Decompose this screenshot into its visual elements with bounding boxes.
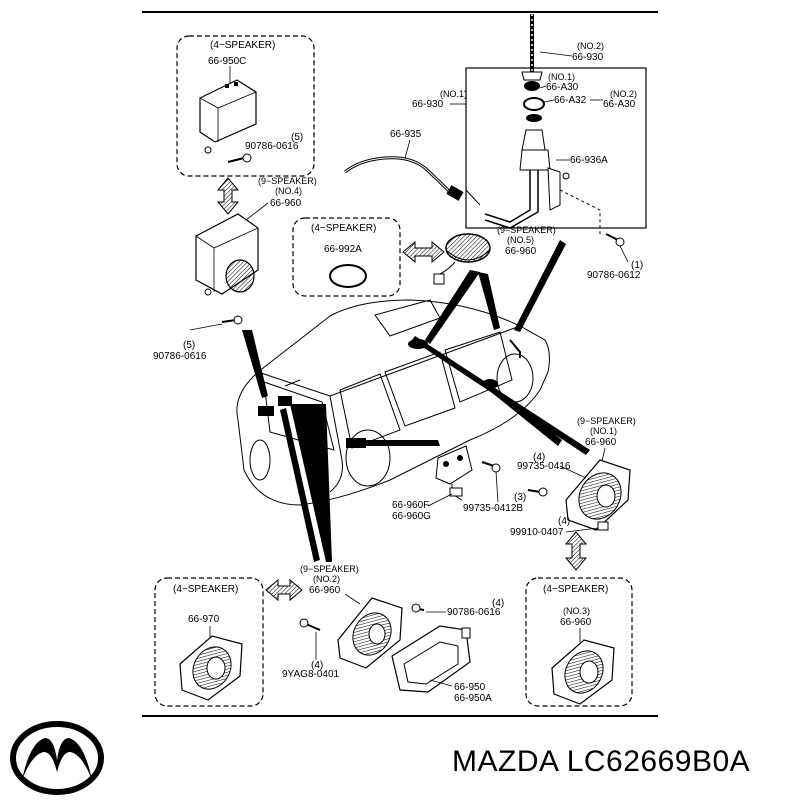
no1-label: (NO.1) [440, 89, 467, 99]
part-label: 66-970 [188, 614, 220, 625]
spk-type-label: (9−SPEAKER) [258, 176, 317, 186]
screw-icon [227, 153, 252, 163]
spk-part-label: 66-960 [270, 198, 302, 209]
speaker-no5-group: (9−SPEAKER) (NO.5) 66-960 [433, 225, 556, 285]
screw-icon [481, 461, 501, 473]
a32-label: 66-A32 [554, 95, 587, 106]
screw-label: 99735-0412B [463, 503, 523, 514]
screw-icon [605, 233, 625, 247]
part-number: LC62669B0A [566, 745, 751, 778]
speaker-66970-group: (4−SPEAKER) 66-970 [154, 577, 264, 707]
950a-label: 66-950A [454, 693, 492, 704]
bracket-icon [391, 625, 471, 693]
brand-name: MAZDA [452, 745, 558, 778]
box-title: (4−SPEAKER) [173, 584, 238, 595]
spk-no-label: (NO.2) [313, 574, 340, 584]
mast-no-label: (NO.2) [577, 41, 604, 51]
screw-label: 90786-0616 [447, 607, 501, 618]
speaker-no2-group: (9−SPEAKER) (NO.2) 66-960 (4) 9YAG8-0401… [282, 564, 504, 704]
mast-part-label: 66-930 [572, 52, 604, 63]
screw-qty: (4) [533, 452, 545, 463]
box-title: (4−SPEAKER) [210, 40, 275, 51]
spk-part-label: 66-960 [585, 437, 617, 448]
leader-wedges [242, 240, 590, 562]
dashed-box [525, 577, 633, 707]
double-arrow-icon [564, 531, 588, 571]
speaker-no4-group: (9−SPEAKER) (NO.4) 66-960 (5) 90786-0616 [153, 176, 317, 362]
spk-no-label: (NO.1) [590, 426, 617, 436]
screw-label: 90786-0616 [153, 351, 207, 362]
screw-label: 90786-0616 [245, 141, 299, 152]
screw-icon [527, 487, 548, 497]
dashed-box [292, 217, 401, 297]
screw-icon [299, 618, 321, 631]
spk-type-label: (9−SPEAKER) [300, 564, 359, 574]
part-label: 66-960 [560, 617, 592, 628]
antenna-group: (NO.2) 66-930 (NO.1) 66-930 (NO.1) 66-A3… [344, 14, 647, 281]
dashed-box [176, 35, 315, 177]
936a-label: 66-936A [570, 155, 608, 166]
speaker-icon [195, 213, 259, 296]
screw-label: 99735-0416 [517, 461, 571, 472]
950-label: 66-950 [454, 682, 486, 693]
screw-label: 90786-0612 [587, 270, 641, 281]
grille-4speaker-group: (4−SPEAKER) 66-992A [292, 217, 401, 297]
no1-label: (NO.1) [548, 72, 575, 82]
screw-qty: (1) [631, 260, 643, 271]
double-arrow-icon [402, 240, 445, 264]
double-arrow-icon [216, 177, 240, 215]
screw-icon [411, 603, 425, 613]
screw-icon [221, 315, 243, 325]
amplifier-4speaker-group: (4−SPEAKER) 66-950C (5) 90786-0616 [176, 35, 315, 177]
spk-no-label: (NO.5) [507, 235, 534, 245]
screw-qty: (4) [311, 660, 323, 671]
amplifier-icon [199, 79, 257, 154]
grille-ring-icon [329, 264, 367, 288]
screw-label: 9YAG8-0401 [282, 669, 340, 680]
brand-part-title: MAZDA LC62669B0A [452, 745, 750, 779]
part-label: 66-992A [324, 244, 362, 255]
spk-part-label: 66-960 [309, 585, 341, 596]
spk-type-label: (9−SPEAKER) [577, 416, 636, 426]
screw-qty: (4) [558, 516, 570, 527]
960f-label: 66-960F [392, 500, 429, 511]
connector-bracket-group: 66-960F 66-960G 99735-0412B [392, 445, 523, 522]
screw-qty: (3) [514, 492, 526, 503]
a30-right-label: 66-A30 [603, 99, 636, 110]
no2-label: (NO.2) [610, 89, 637, 99]
a30-label: 66-A30 [546, 82, 579, 93]
car-outline-icon [236, 299, 550, 506]
dashed-box [154, 577, 264, 707]
spk-no-label: (NO.3) [563, 606, 590, 616]
antenna-part-label: 66-930 [412, 99, 444, 110]
spk-part-label: 66-960 [505, 246, 537, 257]
screw-qty: (4) [492, 598, 504, 609]
screw-qty: (5) [291, 132, 303, 143]
box-title: (4−SPEAKER) [543, 584, 608, 595]
part-label: 66-950C [208, 56, 246, 67]
speaker-icon [179, 635, 243, 701]
screw-label: 99910-0407 [510, 527, 564, 538]
mazda-logo-icon [10, 721, 104, 795]
spk-type-label: (9−SPEAKER) [497, 225, 556, 235]
double-arrow-icon [265, 578, 303, 602]
antenna-icon [521, 14, 543, 81]
speaker-icon [551, 639, 615, 705]
spk-no-label: (NO.4) [275, 186, 302, 196]
speaker-icon [565, 459, 631, 531]
cable-part-label: 66-935 [390, 129, 422, 140]
screw-qty: (5) [183, 340, 195, 351]
speaker-no3-group: (4−SPEAKER) (NO.3) 66-960 [525, 577, 633, 707]
speaker-icon [337, 597, 403, 669]
box-title: (4−SPEAKER) [311, 223, 376, 234]
speaker-grille-icon [445, 233, 491, 263]
960g-label: 66-960G [392, 511, 431, 522]
speaker-no1-group: (9−SPEAKER) (NO.1) 66-960 (4) 99735-0416… [510, 416, 636, 538]
